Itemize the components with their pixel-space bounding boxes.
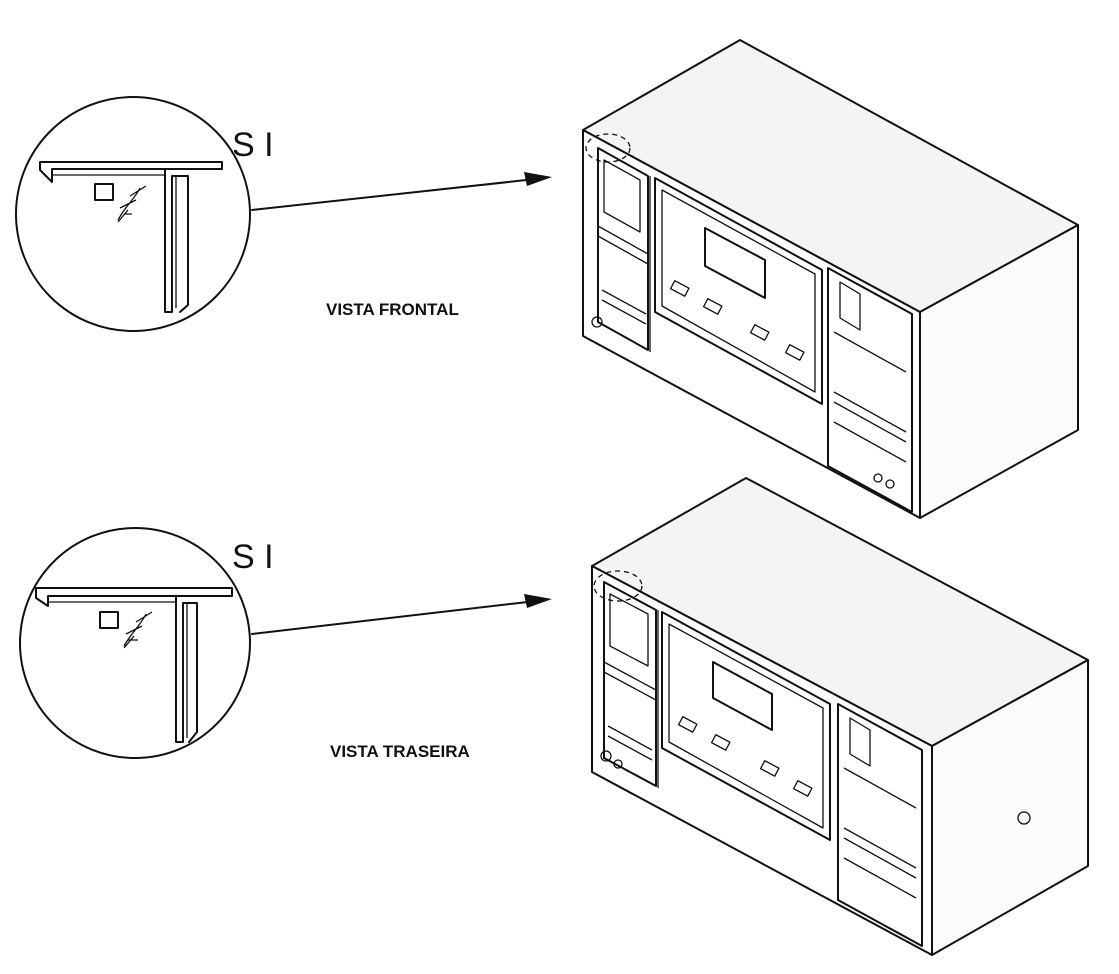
detail-callout-front: S I VISTA FRONTAL — [15, 96, 552, 332]
leader-arrow-rear — [251, 599, 546, 635]
cabinet-front-right-bay — [827, 267, 913, 513]
cabinet-front-view — [582, 39, 1079, 519]
cabinet-front-front-face — [582, 129, 921, 519]
detail-bracket-rear — [35, 587, 233, 743]
label-front-view: VISTA FRONTAL — [326, 300, 459, 319]
detail-marker-rear — [593, 570, 643, 602]
cabinet-rear-front-face — [591, 565, 933, 956]
arrowhead-front-icon — [524, 172, 552, 186]
detail-circle-front — [15, 96, 251, 332]
detail-callout-rear: S I VISTA TRASEIRA — [19, 527, 552, 761]
leader-arrow-front — [251, 177, 546, 211]
cabinet-front-center-panel — [654, 177, 823, 405]
label-rear-view: VISTA TRASEIRA — [330, 742, 470, 761]
detail-mark-front: S I — [232, 126, 274, 164]
detail-bracket-front — [39, 161, 223, 313]
side-port — [1017, 811, 1031, 825]
arrowhead-rear-icon — [524, 594, 552, 608]
display-window — [704, 227, 766, 299]
detail-circle-rear — [19, 527, 251, 759]
cabinet-rear-left-bay — [600, 581, 657, 787]
cabinet-rear-center-panel — [661, 611, 831, 841]
detail-mark-rear: S I — [232, 538, 274, 576]
cabinet-rear-right-bay — [837, 703, 923, 947]
cabinet-rear-view — [591, 477, 1089, 956]
detail-marker-front — [585, 133, 631, 163]
display-window-rear — [712, 661, 773, 731]
cabinet-front-left-bay — [591, 147, 649, 351]
